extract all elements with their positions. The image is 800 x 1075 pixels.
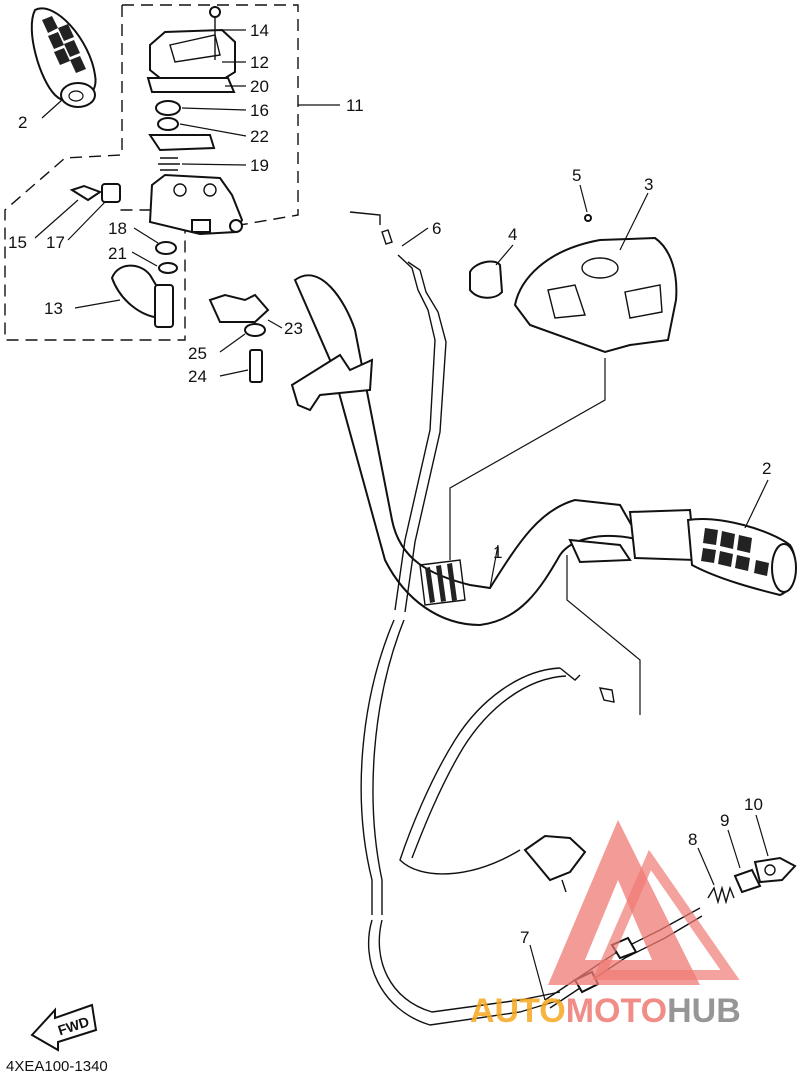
- watermark-hub: HUB: [667, 992, 741, 1030]
- callout-10: 10: [744, 795, 763, 814]
- drawing-code: 4XEA100-1340: [6, 1058, 108, 1075]
- callout-24: 24: [188, 367, 207, 386]
- callout-4: 4: [508, 225, 517, 244]
- clamp-parts: [208, 293, 270, 383]
- callout-22: 22: [250, 127, 269, 146]
- watermark-text: AUTOMOTOHUB: [470, 992, 741, 1030]
- washers-stack: [148, 100, 216, 171]
- callout-23: 23: [284, 319, 303, 338]
- callout-15: 15: [8, 233, 27, 252]
- callout-7: 7: [520, 928, 529, 947]
- bolt-and-nut: [69, 183, 121, 203]
- callout-11: 11: [346, 96, 364, 115]
- callout-14: 14: [250, 21, 269, 40]
- callout-21: 21: [108, 244, 127, 263]
- watermark-logo: [548, 820, 740, 985]
- callout-3: 3: [644, 175, 653, 194]
- callout-13: 13: [44, 299, 63, 318]
- brake-cable: [349, 211, 561, 1026]
- cable-adjuster-parts: [707, 856, 797, 905]
- callout-18: 18: [108, 219, 127, 238]
- assembly-11-boundary: [4, 4, 299, 341]
- callout-16: 16: [250, 101, 269, 120]
- watermark-auto: AUTO: [470, 992, 566, 1030]
- watermark-moto: MOTO: [566, 992, 667, 1030]
- callout-12: 12: [250, 53, 269, 72]
- callout-1: 1: [493, 543, 502, 562]
- throttle-housing-cover: [469, 214, 678, 354]
- callout-5: 5: [572, 166, 581, 185]
- callout-8: 8: [688, 830, 697, 849]
- callout-25: 25: [188, 344, 207, 363]
- right-grip: [628, 508, 797, 597]
- callout-labels: 1 2 2 3 4 5 6 7 8 9 10 11 12 13 14 15 16…: [8, 21, 771, 947]
- left-grip: [30, 7, 97, 108]
- master-cylinder-body: [148, 173, 244, 236]
- callout-2-left: 2: [18, 113, 27, 132]
- callout-2-right: 2: [762, 459, 771, 478]
- callout-17: 17: [46, 233, 65, 252]
- callout-20: 20: [250, 77, 269, 96]
- handlebar: [290, 274, 643, 627]
- fwd-arrow: [30, 1003, 98, 1052]
- callout-6: 6: [432, 219, 441, 238]
- lever-cover: [146, 6, 236, 93]
- callout-9: 9: [720, 811, 729, 830]
- lever-parts: [110, 241, 178, 328]
- callout-19: 19: [250, 156, 269, 175]
